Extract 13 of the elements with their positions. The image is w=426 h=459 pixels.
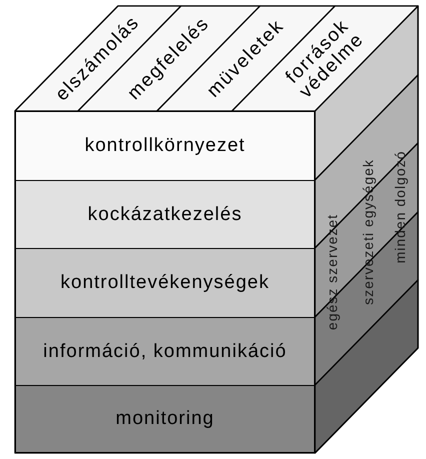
band-label: kontrollkörnyezet bbox=[84, 136, 246, 156]
layer-band bbox=[15, 385, 315, 453]
side-label: minden dolgozó bbox=[393, 150, 407, 264]
band-label: kontrolltevékenységek bbox=[60, 273, 270, 293]
layer-band bbox=[15, 248, 315, 318]
band-label: monitoring bbox=[116, 409, 214, 429]
band-label: kockázatkezelés bbox=[88, 204, 242, 224]
side-label: szervezeti egységek bbox=[361, 159, 375, 305]
layer-band bbox=[15, 180, 315, 249]
side-label: egész szervezet bbox=[325, 214, 339, 330]
layer-band bbox=[15, 111, 315, 181]
band-label: információ, kommunikáció bbox=[43, 342, 287, 362]
layer-band bbox=[15, 317, 315, 386]
